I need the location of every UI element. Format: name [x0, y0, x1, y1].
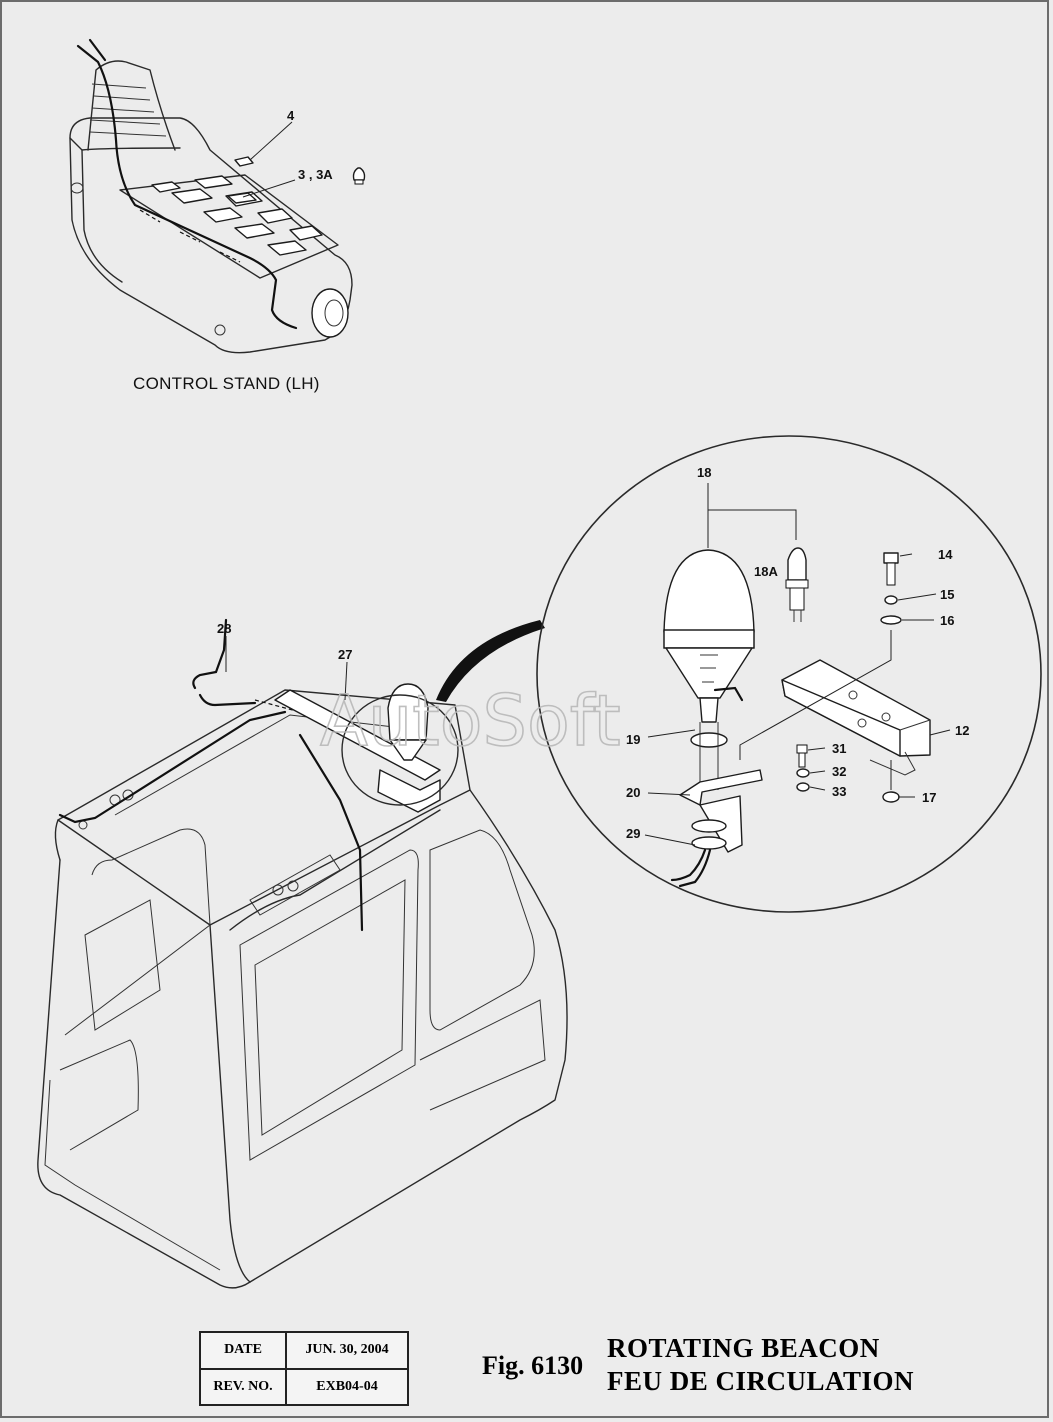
- callout-19: 19: [626, 732, 640, 747]
- rev-value: EXB04-04: [285, 1367, 409, 1406]
- callout-18a: 18A: [754, 564, 778, 579]
- callout-4: 4: [287, 108, 295, 123]
- revision-table: DATE JUN. 30, 2004 REV. NO. EXB04-04: [199, 1331, 409, 1406]
- callout-27: 27: [338, 647, 352, 662]
- cab-drawing: 28 27: [37, 618, 568, 1289]
- callout-29: 29: [626, 826, 640, 841]
- control-stand-drawing: 4 3 , 3A CONTROL STAND (LH): [69, 38, 366, 393]
- callout-28: 28: [217, 621, 231, 636]
- callout-18: 18: [697, 465, 711, 480]
- date-value: JUN. 30, 2004: [285, 1331, 409, 1370]
- callout-32: 32: [832, 764, 846, 779]
- callout-14: 14: [938, 547, 953, 562]
- callout-17: 17: [922, 790, 936, 805]
- callout-33: 33: [832, 784, 846, 799]
- callout-20: 20: [626, 785, 640, 800]
- detail-view: 18 18A 14 15 16 12 19 31 32 33 17 20 29: [536, 435, 1042, 913]
- callout-12: 12: [955, 723, 969, 738]
- rev-label: REV. NO.: [199, 1367, 287, 1406]
- title-french: FEU DE CIRCULATION: [607, 1366, 915, 1396]
- figure-number: Fig. 6130: [482, 1351, 584, 1380]
- callout-31: 31: [832, 741, 846, 756]
- callout-16: 16: [940, 613, 954, 628]
- date-label: DATE: [199, 1331, 287, 1370]
- callout-15: 15: [940, 587, 954, 602]
- bulb-3a-icon: [352, 167, 366, 185]
- title-english: ROTATING BEACON: [607, 1333, 880, 1363]
- figure-title: ROTATING BEACON FEU DE CIRCULATION: [607, 1332, 914, 1398]
- control-stand-caption: CONTROL STAND (LH): [133, 374, 320, 393]
- callout-3-3a: 3 , 3A: [298, 167, 333, 182]
- watermark: AutoSoft: [320, 680, 621, 762]
